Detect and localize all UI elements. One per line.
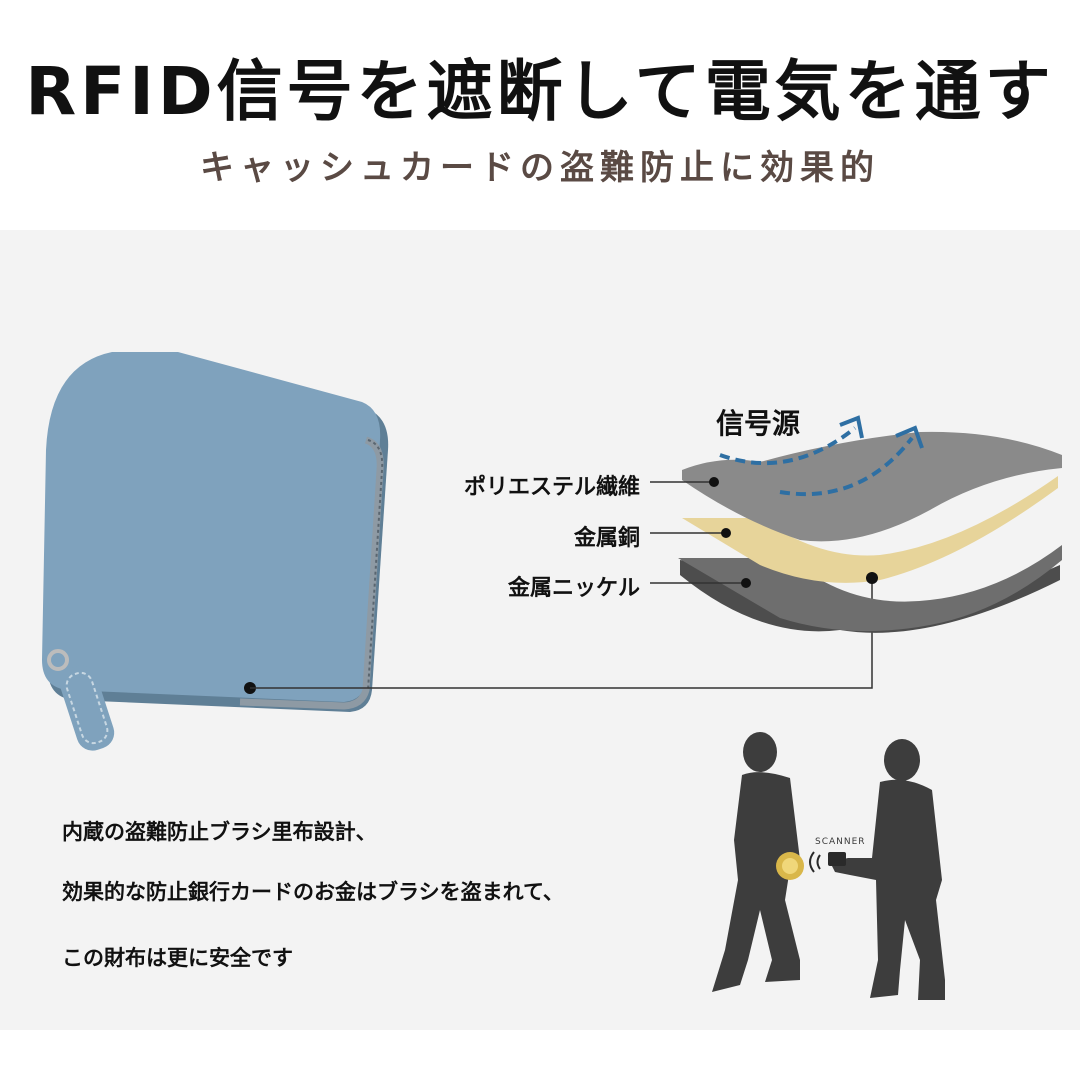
layer-label-polyester: ポリエステル繊維 [463, 475, 640, 500]
wallet-image [42, 352, 389, 751]
pedestrian-silhouette [712, 732, 800, 992]
zipper-pull [47, 649, 115, 751]
layer-label-nickel: 金属ニッケル [507, 576, 640, 601]
scanner-label: SCANNER [815, 837, 866, 847]
arrow-head-icon [839, 415, 924, 449]
layer-polyester [682, 431, 1062, 542]
thief-silhouette [830, 739, 945, 1000]
signal-source-label: 信号源 [716, 407, 801, 440]
label-pointers [650, 481, 744, 584]
scanner-device-icon [809, 851, 846, 873]
description-line-2: 効果的な防止銀行カードのお金はブラシを盗まれて、 [62, 880, 564, 904]
description-line-1: 内蔵の盗難防止ブラシ里布設計、 [62, 820, 377, 844]
layer-copper [682, 476, 1058, 583]
layer-label-copper: 金属銅 [573, 526, 640, 551]
page-subtitle: キャッシュカードの盗難防止に効果的 [200, 148, 880, 188]
rfid-badge-icon [776, 852, 804, 880]
signal-arrows [719, 426, 914, 497]
page-title: RFID信号を遮断して電気を通す [25, 53, 1055, 130]
description-line-3: この財布は更に安全です [62, 946, 293, 970]
